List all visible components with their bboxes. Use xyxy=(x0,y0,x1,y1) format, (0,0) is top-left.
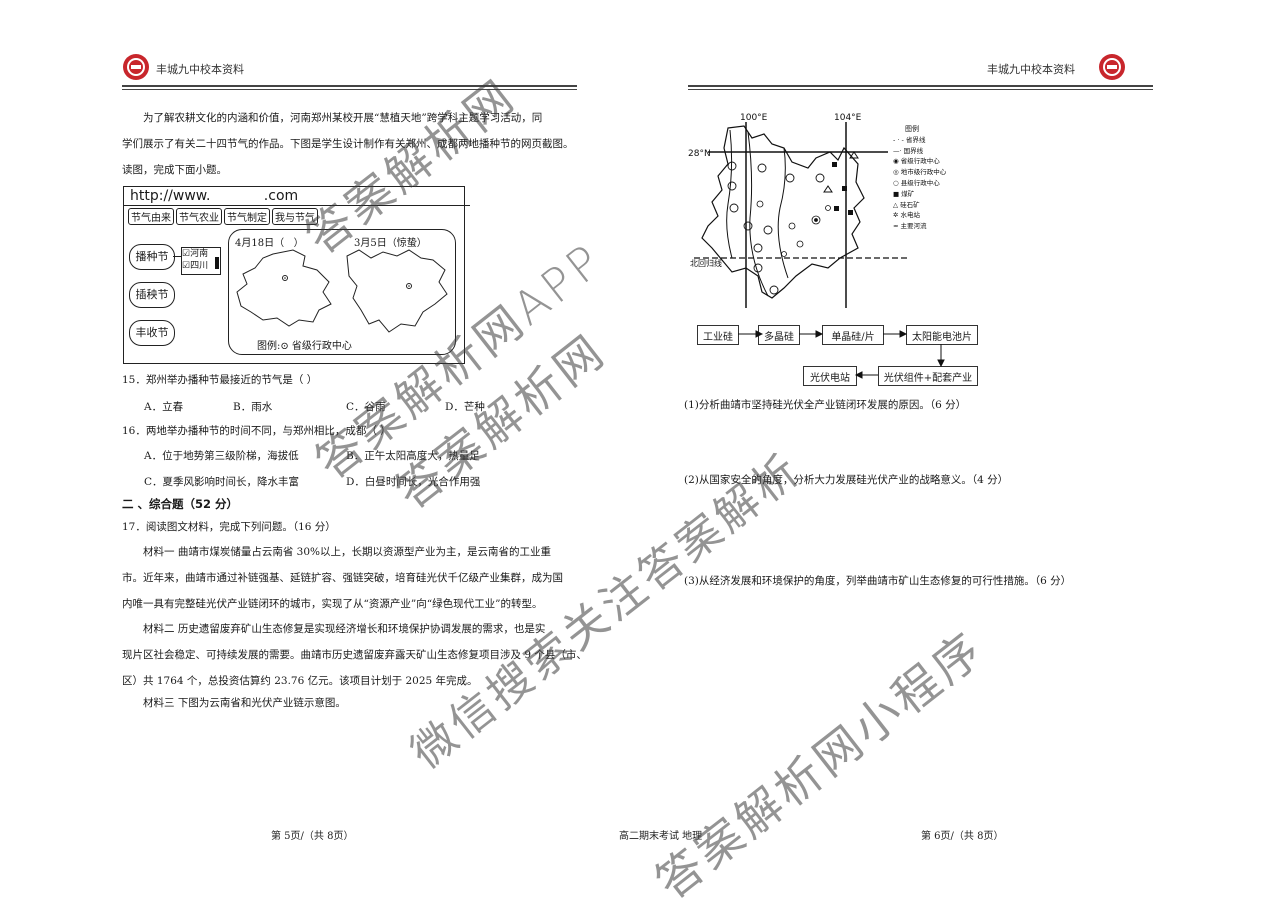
footer-page-left: 第 5页/（共 8页） xyxy=(271,831,354,842)
header-rule xyxy=(122,89,577,90)
material-line: 区）共 1764 个，总投资估算约 23.76 亿元。该项目计划于 2025 年… xyxy=(122,675,478,687)
tab-item: 节气农业 xyxy=(176,208,222,225)
connector-line xyxy=(173,256,181,257)
national-border-icon: —· xyxy=(893,146,902,155)
sub-question-1: (1)分析曲靖市坚持硅光伏全产业链闭环发展的原因。（6 分） xyxy=(684,399,967,411)
legend-item: ✲ 水电站 xyxy=(893,211,921,220)
intro-line: 读图，完成下面小题。 xyxy=(122,164,227,176)
tab-item: 我与节气 xyxy=(272,208,318,225)
coal-mine-icon: ■ xyxy=(893,189,900,198)
header-school-right: 丰城九中校本资料 xyxy=(987,63,1075,76)
q17-stem: 17．阅读图文材料，完成下列问题。（16 分） xyxy=(122,521,336,533)
check-label: 四川 xyxy=(190,261,209,271)
material-line: 内唯一具有完整硅光伏产业链闭环的城市，实现了从“资源产业”向“绿色现代工业”的转… xyxy=(122,598,543,610)
q16-option-d: D．白昼时间长，光合作用强 xyxy=(346,476,481,488)
river-icon: ≈ xyxy=(893,222,899,231)
provincial-capital-icon: ◉ xyxy=(893,157,899,166)
material-one: 材料一 曲靖市煤炭储量占云南省 30%以上，长期以资源型产业为主，是云南省的工业… xyxy=(122,539,602,617)
legend-item: ◉ 省级行政中心 xyxy=(893,157,940,166)
q16-option-a: A．位于地势第三级阶梯，海拔低 xyxy=(144,450,299,462)
date-left: 4月18日（ ） xyxy=(235,238,304,249)
legend-title: 图例 xyxy=(905,125,919,133)
chengdu-dot xyxy=(406,283,412,289)
check-river: ☑河南 xyxy=(182,248,220,260)
material-three: 材料三 下图为云南省和光伏产业链示意图。 xyxy=(122,690,602,716)
school-logo-right xyxy=(1098,53,1126,81)
url-bar: http://www. .com xyxy=(124,187,470,206)
tab-row: 节气由来 节气农业 节气制定 我与节气 xyxy=(128,208,318,225)
map-legend: 图例:⊙ 省级行政中心 xyxy=(257,341,352,352)
q16-option-c: C．夏季风影响时间长，降水丰富 xyxy=(144,476,300,488)
lat-label: 28°N xyxy=(688,149,711,159)
check-box: ☑河南 ☑四川 xyxy=(181,247,221,275)
material-line: 材料三 下图为云南省和光伏产业链示意图。 xyxy=(143,697,346,709)
chain-box-pv-module: 光伏组件+配套产业 xyxy=(878,366,978,386)
sub-question-2: (2)从国家安全的角度，分析大力发展硅光伏产业的战略意义。（4 分） xyxy=(684,474,1009,486)
intro-line: 为了解农耕文化的内涵和价值，河南郑州某校开展“慧植天地”跨学科主题学习活动，同 xyxy=(143,112,543,124)
header-school-left: 丰城九中校本资料 xyxy=(156,63,244,76)
legend-item: ≈ 主要河流 xyxy=(893,222,927,231)
checkbox-icon: ☑ xyxy=(182,261,191,271)
legend-item: —· 国界线 xyxy=(893,146,924,155)
header-rule xyxy=(688,89,1153,90)
sichuan-outline xyxy=(346,249,448,333)
q16-option-b: B．正午太阳高度大，热量足 xyxy=(346,450,480,462)
legend-item: ◎ 地市级行政中心 xyxy=(893,168,947,177)
province-border-icon: - · - xyxy=(893,135,904,144)
footer-page-right: 第 6页/（共 8页） xyxy=(921,831,1004,842)
header-rule xyxy=(122,85,577,87)
material-line: 市。近年来，曲靖市通过补链强基、延链扩容、强链突破，培育硅光伏千亿级产业集群，成… xyxy=(122,572,563,584)
chain-box-industrial-silicon: 工业硅 xyxy=(697,325,739,345)
henan-outline xyxy=(236,249,332,327)
map-legend-box: 图例 - · - 省界线 —· 国界线 ◉ 省级行政中心 ◎ 地市级行政中心 ○… xyxy=(893,124,963,232)
zhengzhou-dot xyxy=(282,275,288,281)
webpage-figure: http://www. .com 节气由来 节气农业 节气制定 我与节气 播种节… xyxy=(123,186,470,364)
legend-item: ■ 煤矿 xyxy=(893,189,915,198)
county-center-icon: ○ xyxy=(893,178,899,187)
material-line: 现片区社会稳定、可持续发展的需要。曲靖市历史遗留废弃露天矿山生态修复项目涉及 9… xyxy=(122,649,587,661)
school-logo-left xyxy=(122,53,150,81)
q15-stem: 15．郑州举办播种节最接近的节气是（ ） xyxy=(122,374,318,386)
tropic-label: 北回归线 xyxy=(690,258,722,268)
footer-exam-title: 高二期末考试 地理 xyxy=(619,831,703,842)
side-button: 插秧节 xyxy=(129,282,175,308)
material-two: 材料二 历史遗留废弃矿山生态修复是实现经济增长和环境保护协调发展的需求，也是实 … xyxy=(122,616,602,694)
q15-option-d: D．芒种 xyxy=(445,401,485,413)
lon-label-1: 100°E xyxy=(740,113,768,123)
q15-option-a: A．立春 xyxy=(144,401,184,413)
scroll-marker xyxy=(215,257,219,269)
chain-arrows xyxy=(738,330,945,379)
material-line: 材料二 历史遗留废弃矿山生态修复是实现经济增长和环境保护协调发展的需求，也是实 xyxy=(143,623,546,635)
silica-mine-icon: △ xyxy=(893,200,898,209)
city-center-icon: ◎ xyxy=(893,168,899,177)
sub-question-3: (3)从经济发展和环境保护的角度，列举曲靖市矿山生态修复的可行性措施。（6 分） xyxy=(684,575,1072,587)
chain-box-monocrystal: 单晶硅/片 xyxy=(822,325,884,345)
chain-box-solar-cell: 太阳能电池片 xyxy=(906,325,978,345)
material-line: 材料一 曲靖市煤炭储量占云南省 30%以上，长期以资源型产业为主，是云南省的工业… xyxy=(143,546,552,558)
chain-box-pv-plant: 光伏电站 xyxy=(803,366,857,386)
date-right: 3月5日（惊蛰） xyxy=(354,238,427,249)
check-label: 河南 xyxy=(190,249,209,259)
lon-label-2: 104°E xyxy=(834,113,862,123)
section-title: 二 、综合题（52 分） xyxy=(122,497,239,511)
q15-option-c: C．谷雨 xyxy=(346,401,386,413)
legend-item: △ 硅石矿 xyxy=(893,200,920,209)
intro-line: 学们展示了有关二十四节气的作品。下图是学生设计制作有关郑州、成都两地播种节的网页… xyxy=(122,138,574,150)
legend-item: ○ 县级行政中心 xyxy=(893,178,940,187)
side-button: 丰收节 xyxy=(129,320,175,346)
tab-item: 节气由来 xyxy=(128,208,174,225)
map-panel: 4月18日（ ） 3月5日（惊蛰） 图例:⊙ 省级行政中心 xyxy=(228,229,456,355)
hydro-station-icon: ✲ xyxy=(893,211,899,220)
check-river: ☑四川 xyxy=(182,260,220,272)
watermark-text: 答案解析网小程序 xyxy=(645,620,994,910)
side-button: 播种节 xyxy=(129,244,175,270)
checkbox-icon: ☑ xyxy=(182,249,191,259)
intro-paragraph: 为了解农耕文化的内涵和价值，河南郑州某校开展“慧植天地”跨学科主题学习活动，同 … xyxy=(122,105,602,183)
header-rule xyxy=(688,85,1153,87)
yunnan-map: 北回归线 100°E 104°E 28°N xyxy=(688,113,910,308)
legend-item: - · - 省界线 xyxy=(893,135,926,144)
tab-item: 节气制定 xyxy=(224,208,270,225)
q15-option-b: B．雨水 xyxy=(233,401,273,413)
q16-stem: 16．两地举办播种节的时间不同，与郑州相比，成都（ ） xyxy=(122,425,391,437)
